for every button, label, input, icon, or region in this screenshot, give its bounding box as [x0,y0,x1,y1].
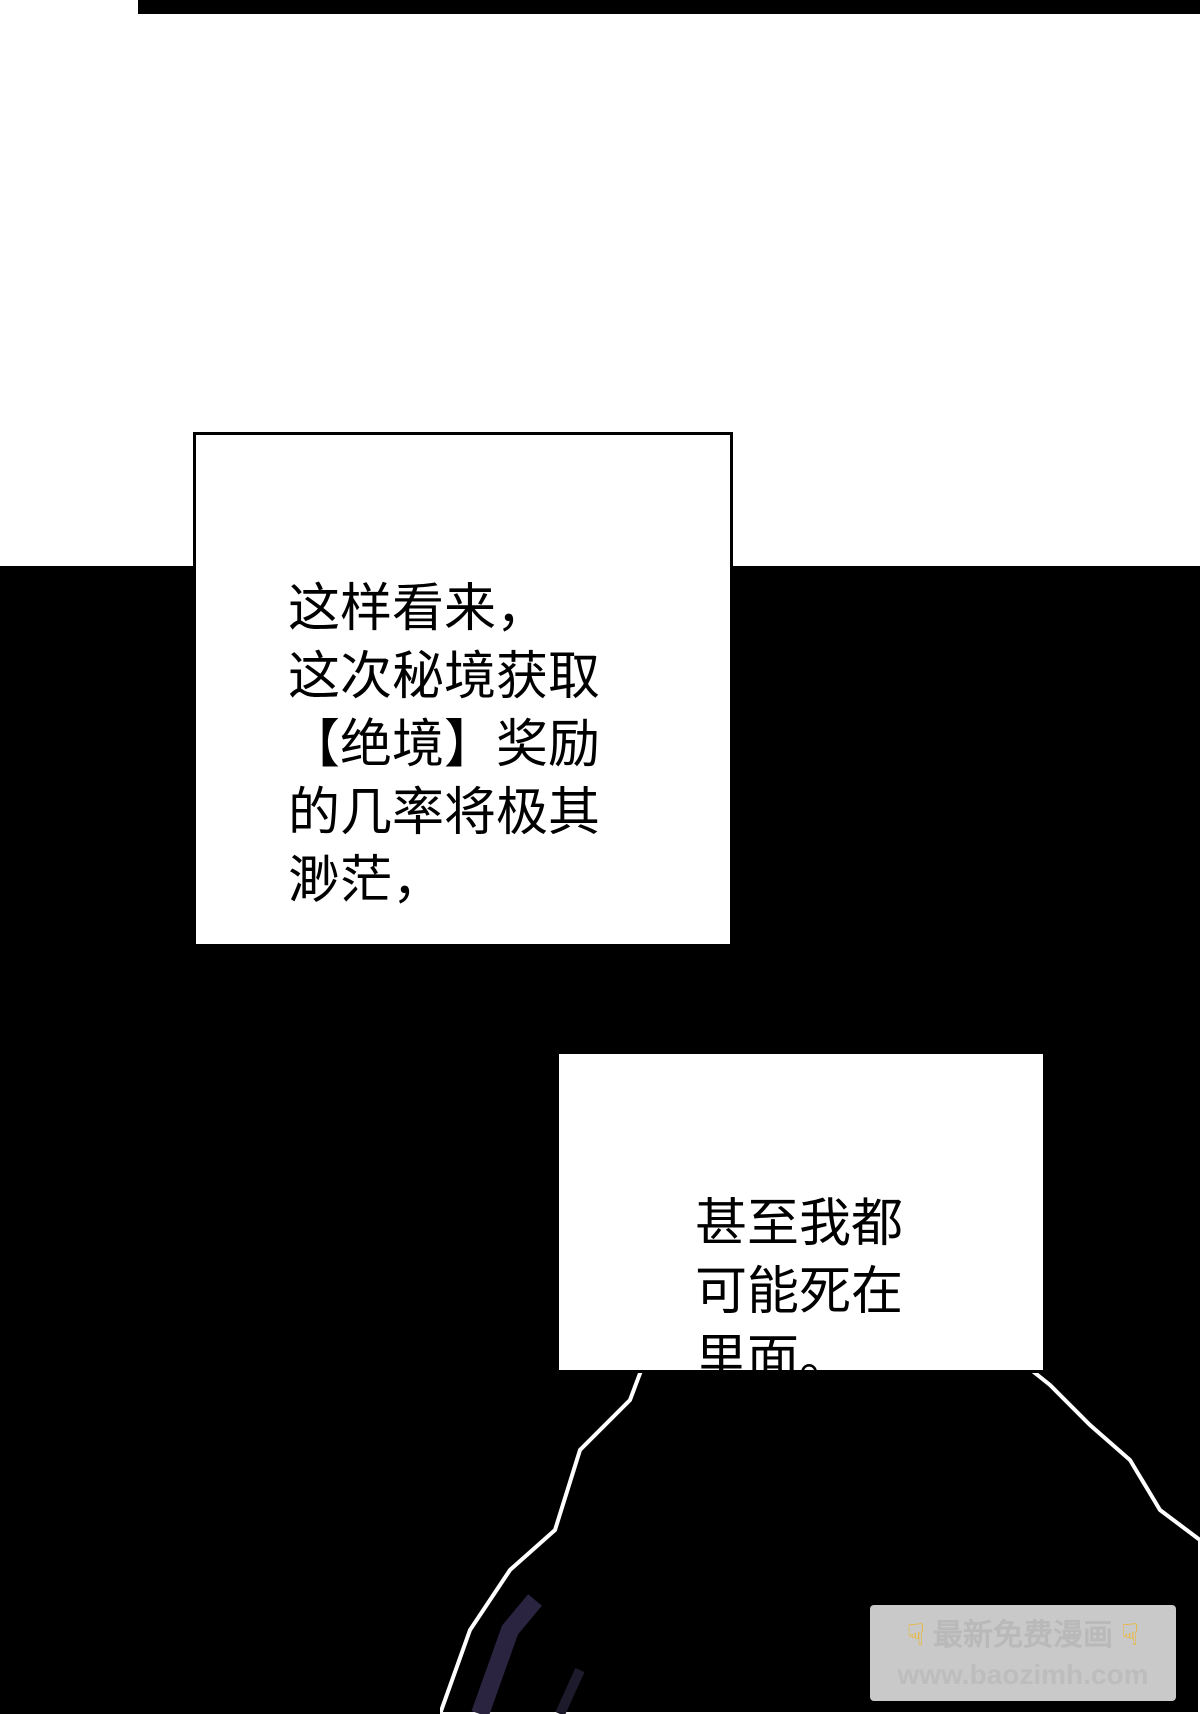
pointing-down-hand-icon: ☟ [1121,1618,1140,1653]
pointing-down-hand-icon: ☟ [906,1618,925,1653]
watermark-url: www.baozimh.com [897,1659,1149,1690]
narration-text-2: 甚至我都 可能死在 里面。 [695,1194,904,1390]
top-black-bar [138,0,1200,14]
watermark-title: 最新免费漫画 [933,1618,1113,1653]
watermark-title-row: ☟ 最新免费漫画 ☟ [880,1617,1166,1655]
site-watermark: ☟ 最新免费漫画 ☟ www.baozimh.com [870,1605,1176,1701]
narration-caption-2: 甚至我都 可能死在 里面。 [556,1051,1046,1390]
narration-text-1: 这样看来， 这次秘境获取 【绝境】奖励 的几率将极其 渺茫， [288,579,601,911]
narration-caption-1: 这样看来， 这次秘境获取 【绝境】奖励 的几率将极其 渺茫， [193,432,733,947]
